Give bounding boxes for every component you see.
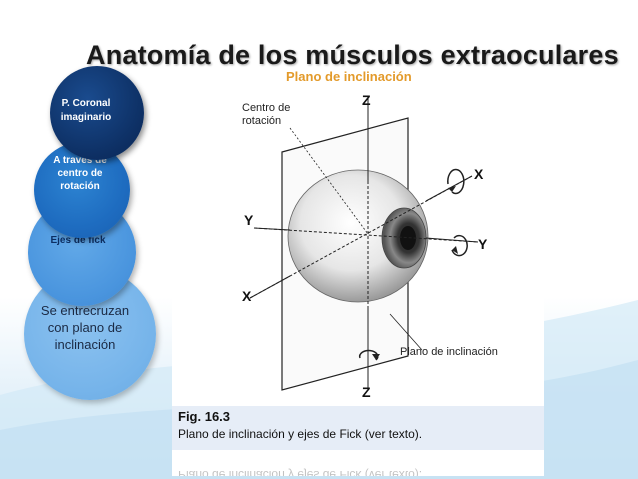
rotation-arrow-x — [447, 168, 465, 195]
label-center-rotation: Centro de rotación — [242, 102, 291, 127]
eyeball — [287, 169, 429, 303]
axis-x-right: X — [474, 166, 484, 182]
slide-subtitle: Plano de inclinación — [286, 69, 412, 84]
eye-figure: Centro de rotación Plano de inclinación … — [172, 88, 544, 476]
circle-a-traves: A través de centro de rotación — [34, 142, 130, 238]
slide-title: Anatomía de los músculos extraoculares — [86, 40, 619, 70]
eye-diagram — [249, 96, 479, 391]
reflection-text: Plano de inclinación y ejes de Fick (ver… — [178, 468, 423, 476]
caption-reflection: Plano de inclinación y ejes de Fick (ver… — [172, 450, 544, 476]
circle-3-text: Ejes de fick — [50, 235, 106, 246]
caption-text: Plano de inclinación y ejes de Fick (ver… — [178, 427, 423, 441]
figure-caption: Fig. 16.3 Plano de inclinación y ejes de… — [172, 406, 544, 450]
axis-y-right: Y — [478, 236, 488, 252]
label-plane: Plano de inclinación — [400, 346, 498, 358]
caption-fig-number: Fig. 16.3 — [178, 409, 231, 424]
axis-x-left: X — [242, 288, 252, 304]
circle-2-text: A través de centro de rotación — [53, 155, 107, 192]
circle-p-coronal: P. Coronal imaginario — [50, 66, 144, 160]
axis-z-top: Z — [362, 92, 371, 108]
circle-4-text: Se entrecruzan con plano de inclinación — [40, 303, 130, 352]
axis-y-left: Y — [244, 212, 254, 228]
rotation-arrow-y — [451, 234, 468, 257]
circle-1-text: P. Coronal imaginario — [60, 98, 112, 123]
pupil — [400, 226, 416, 250]
axis-z-bottom: Z — [362, 384, 371, 400]
